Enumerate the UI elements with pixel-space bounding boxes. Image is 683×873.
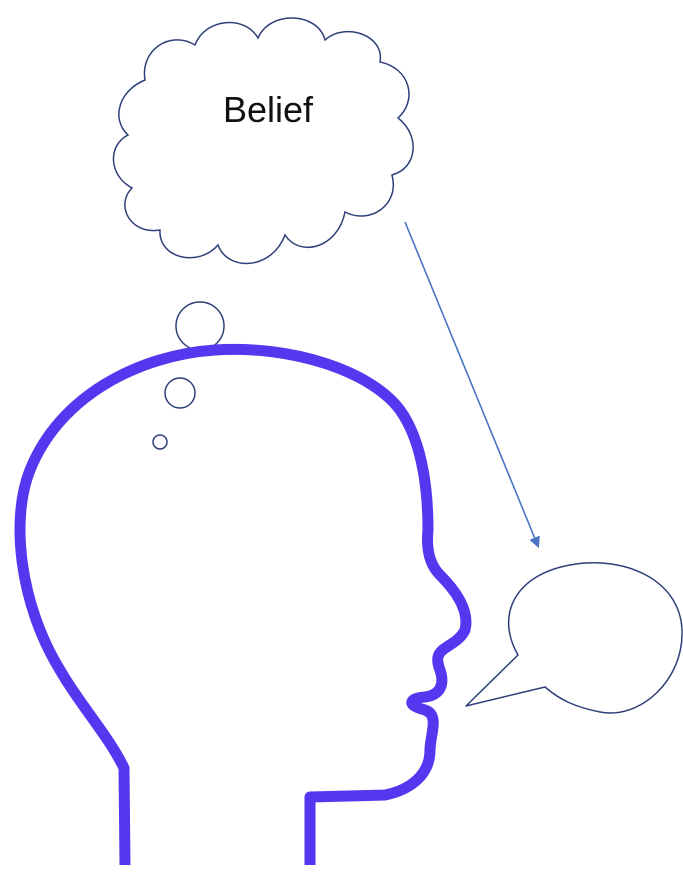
speech-bubble-shape	[466, 563, 682, 713]
thought-bubble-large	[176, 302, 224, 350]
thought-bubble-medium	[165, 378, 195, 408]
thought-trail	[153, 302, 224, 449]
head-outline	[20, 349, 466, 865]
belief-label: Belief	[223, 89, 314, 130]
thought-bubble-small	[153, 435, 167, 449]
speech-bubble-icon	[466, 563, 682, 713]
head-profile-icon	[20, 349, 466, 865]
thought-cloud-icon: Belief	[113, 18, 413, 263]
thought-cloud-shape	[113, 18, 413, 263]
